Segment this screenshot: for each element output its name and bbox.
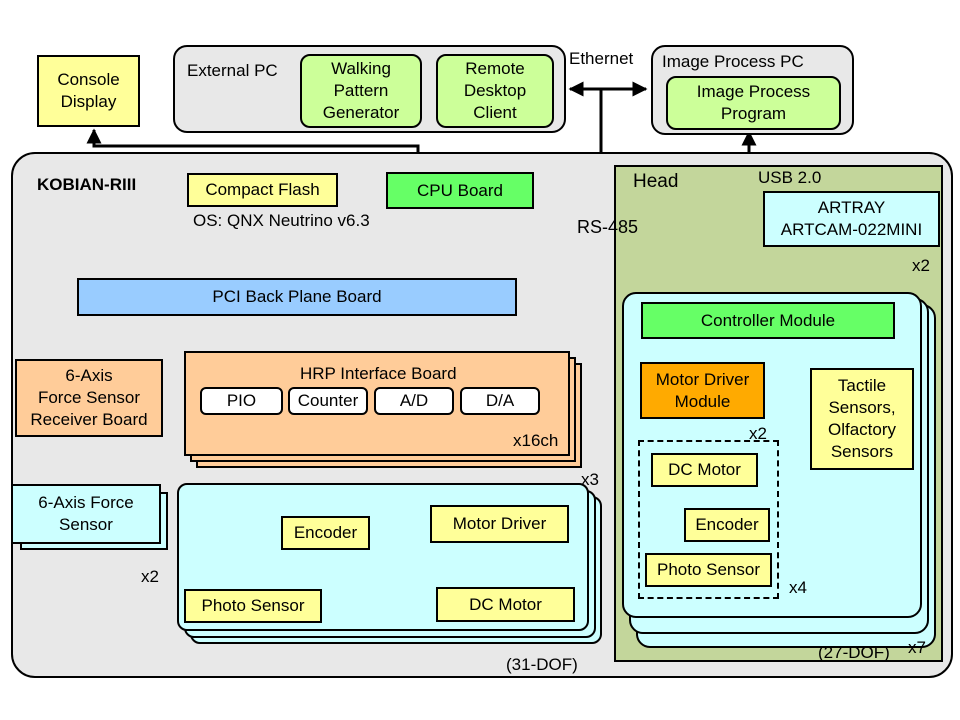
cpu-board-box: CPU Board <box>386 172 534 209</box>
motor-group-count: x4 <box>789 578 807 597</box>
camera-box: ARTRAY ARTCAM-022MINI <box>763 191 940 247</box>
external-pc-label: External PC <box>187 61 278 80</box>
image-process-pc-label: Image Process PC <box>662 52 804 71</box>
robot-name-label: KOBIAN-RIII <box>37 175 137 194</box>
head-module-count: x7 <box>908 638 926 657</box>
ad-port: A/D <box>374 387 454 415</box>
image-process-program-box: Image Process Program <box>666 76 841 130</box>
driver-module-count: x2 <box>749 424 767 443</box>
rs485-label: RS-485 <box>577 217 639 237</box>
ethernet-label: Ethernet <box>569 49 634 68</box>
os-label: OS: QNX Neutrino v6.3 <box>193 211 370 230</box>
head-dof-label: (27-DOF) <box>818 643 890 662</box>
pio-port: PIO <box>200 387 283 415</box>
motor-driver-module-box: Motor Driver Module <box>640 362 765 419</box>
photo-sensor-box: Photo Sensor <box>184 589 322 623</box>
force-sensor-count: x2 <box>141 567 159 586</box>
encoder-box: Encoder <box>281 516 370 550</box>
force-sensor-receiver-box: 6-Axis Force Sensor Receiver Board <box>15 359 163 437</box>
camera-count: x2 <box>912 256 930 275</box>
hrp-board-count: x3 <box>581 470 599 489</box>
compact-flash-box: Compact Flash <box>187 173 338 207</box>
head-photo-sensor-box: Photo Sensor <box>645 553 772 587</box>
body-dof-label: (31-DOF) <box>506 655 578 674</box>
force-sensor-box: 6-Axis Force Sensor <box>11 484 161 544</box>
head-dc-motor-box: DC Motor <box>651 453 758 487</box>
head-encoder-box: Encoder <box>684 508 770 542</box>
hrp-interface-label: HRP Interface Board <box>300 364 457 383</box>
counter-port: Counter <box>288 387 368 415</box>
channel-count: x16ch <box>513 431 559 450</box>
remote-desktop-client-box: Remote Desktop Client <box>436 54 554 128</box>
motor-driver-box: Motor Driver <box>430 505 569 543</box>
dc-motor-box: DC Motor <box>436 587 575 622</box>
motor-group-frame <box>638 440 779 599</box>
da-port: D/A <box>460 387 540 415</box>
controller-module-box: Controller Module <box>641 302 895 339</box>
usb-label: USB 2.0 <box>758 168 822 187</box>
console-display-box: Console Display <box>37 55 140 127</box>
tactile-sensors-box: Tactile Sensors, Olfactory Sensors <box>810 368 914 470</box>
pci-back-plane-box: PCI Back Plane Board <box>77 278 517 316</box>
walking-pattern-generator-box: Walking Pattern Generator <box>300 54 422 128</box>
head-label: Head <box>633 171 679 192</box>
